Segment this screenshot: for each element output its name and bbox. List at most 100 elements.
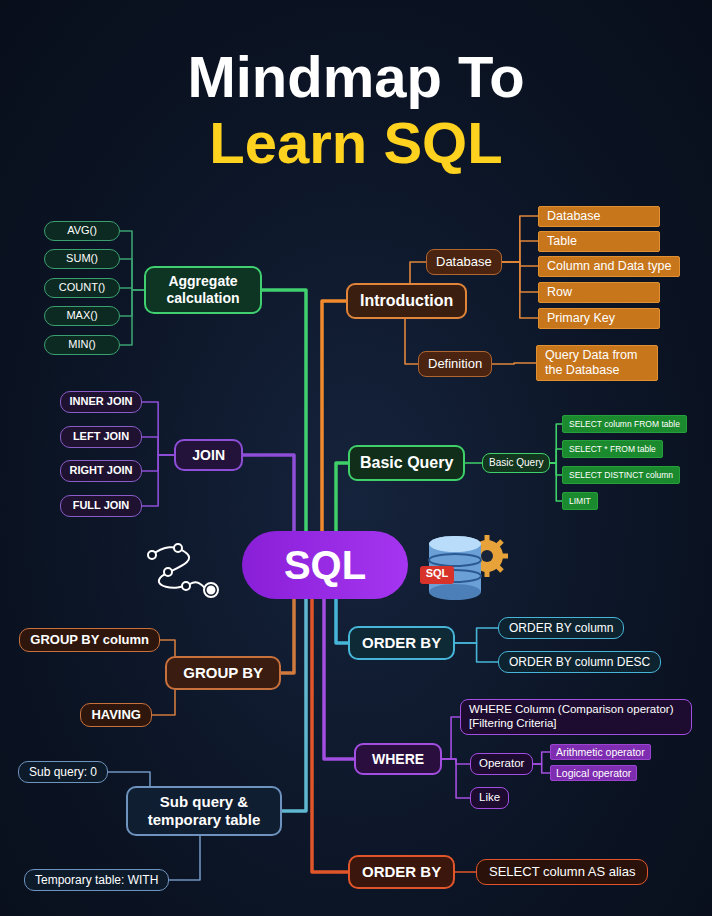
leaf-connector [405, 319, 418, 364]
roadmap-icon [148, 544, 218, 597]
leaf-connector [550, 463, 562, 501]
leaf-connector [442, 759, 470, 798]
node-text: MAX() [51, 309, 113, 322]
leaf-connector [455, 871, 476, 873]
node-text: Operator [479, 757, 524, 771]
node-text: Database [436, 254, 492, 270]
node-text: ORDER BY [362, 863, 441, 881]
leaf-connector [142, 402, 174, 455]
leaf-connector [108, 772, 150, 786]
branch-connector [281, 599, 294, 673]
leaf-box: Sub query: 0 [18, 761, 108, 783]
branch-box: GROUP BY [165, 656, 281, 690]
leaf-box: HAVING [80, 703, 152, 727]
node-text: SELECT DISTINCT column [569, 470, 673, 480]
leaf-connector [160, 640, 175, 656]
branch-box: JOIN [174, 439, 243, 472]
leaf-box: MAX() [44, 306, 120, 325]
node-text: SELECT column AS alias [489, 864, 635, 880]
leaf-box: Table [538, 231, 660, 252]
node-text: Table [547, 234, 651, 249]
leaf-box: RIGHT JOIN [60, 460, 142, 481]
leaf-box: Database [538, 206, 660, 227]
leaf-connector [120, 259, 144, 290]
node-text: GROUP BY [183, 664, 263, 682]
sub-topic-box: Basic Query [482, 453, 550, 473]
leaf-box: Row [538, 282, 660, 303]
leaf-box: LIMIT [562, 492, 598, 510]
branch-box: WHERE [354, 743, 442, 776]
sub-topic-box: Definition [418, 351, 492, 377]
leaf-box: INNER JOIN [60, 391, 142, 412]
leaf-box: SUM() [44, 249, 120, 268]
node-text: GROUP BY column [30, 632, 149, 648]
leaf-box: Like [470, 787, 509, 809]
branch-connector [262, 290, 306, 531]
node-text: COUNT() [51, 281, 113, 294]
leaf-box: FULL JOIN [60, 495, 142, 516]
leaf-connector [455, 643, 498, 662]
database-icon [420, 535, 508, 600]
leaf-connector [465, 462, 482, 464]
node-text: AVG() [51, 224, 113, 237]
leaf-box: Arithmetic operator [550, 744, 651, 761]
leaf-box: AVG() [44, 221, 120, 240]
node-text: RIGHT JOIN [69, 464, 133, 477]
node-text: FULL JOIN [69, 499, 133, 512]
leaf-connector [442, 717, 460, 759]
node-text: MIN() [51, 338, 113, 351]
node-text: WHERE Column (Comparison operator) [Filt… [469, 703, 683, 731]
leaf-box: COUNT() [44, 278, 120, 297]
node-text: ORDER BY column [509, 621, 613, 635]
node-text: Query Data from the Database [545, 348, 649, 378]
node-text: Like [479, 791, 500, 805]
leaf-box: ORDER BY column [498, 617, 624, 639]
leaf-connector [169, 836, 200, 880]
leaf-box: SELECT column AS alias [476, 859, 648, 885]
node-text: Temporary table: WITH [35, 873, 158, 887]
node-text: Aggregate calculation [154, 273, 252, 307]
leaf-box: WHERE Column (Comparison operator) [Filt… [460, 699, 692, 735]
node-text: LIMIT [569, 496, 591, 506]
node-text: Row [547, 285, 651, 300]
leaf-connector [142, 437, 174, 455]
node-text: WHERE [372, 751, 424, 768]
leaf-connector [142, 455, 174, 506]
node-text: Logical operator [556, 767, 631, 780]
leaf-connector [502, 241, 538, 262]
leaf-connector [533, 752, 550, 764]
branch-connector [312, 599, 348, 872]
leaf-box: Operator [470, 753, 533, 775]
leaf-connector [502, 216, 538, 262]
node-text: Definition [428, 356, 482, 372]
node-text: Sub query: 0 [29, 765, 97, 779]
branch-box: Introduction [346, 283, 467, 318]
node-text: Column and Data type [547, 259, 671, 274]
central-topic: SQL [242, 531, 408, 599]
node-text: LEFT JOIN [69, 430, 133, 443]
node-text: SELECT column FROM table [569, 419, 680, 429]
leaf-connector [550, 449, 562, 463]
branch-connector [322, 301, 346, 531]
leaf-box: SELECT DISTINCT column [562, 466, 680, 484]
leaf-connector [455, 628, 498, 643]
node-text: SUM() [51, 252, 113, 265]
leaf-box: LEFT JOIN [60, 426, 142, 447]
node-text: Introduction [360, 291, 453, 310]
leaf-box: Column and Data type [538, 256, 680, 277]
branch-connector [243, 455, 294, 531]
branch-connector [324, 599, 354, 759]
node-text: JOIN [192, 447, 225, 464]
node-text: Basic Query [360, 453, 453, 472]
leaf-box: Logical operator [550, 765, 637, 782]
icon-tag: SQL [421, 567, 453, 579]
leaf-box: Temporary table: WITH [24, 869, 169, 891]
node-text: Basic Query [489, 457, 543, 469]
branch-connector [282, 599, 306, 811]
leaf-box: SELECT * FROM table [562, 440, 663, 458]
leaf-connector [152, 690, 175, 715]
branch-box: Sub query & temporary table [126, 786, 282, 836]
leaf-box: Primary Key [538, 308, 660, 329]
node-text: Primary Key [547, 311, 651, 326]
